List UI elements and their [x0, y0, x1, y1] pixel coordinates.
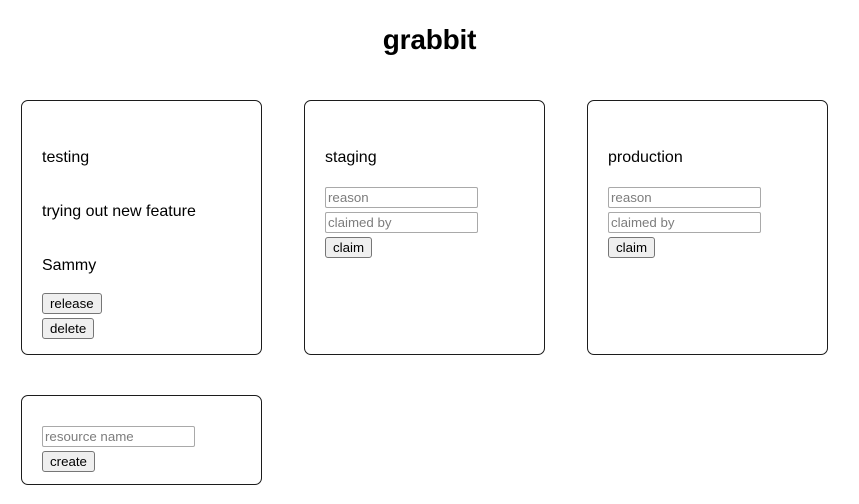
page-title: grabbit	[382, 24, 477, 55]
reason-input[interactable]	[608, 187, 761, 208]
resource-name: production	[608, 149, 683, 166]
resource-card-list: testing trying out new feature Sammy rel…	[21, 100, 828, 355]
resource-card-staging: staging claim	[304, 100, 545, 355]
reason-input[interactable]	[325, 187, 478, 208]
claim-button[interactable]: claim	[325, 237, 373, 258]
claimed-by-input[interactable]	[325, 212, 478, 233]
resource-claimed-by: Sammy	[42, 257, 97, 274]
resource-actions: release delete	[42, 293, 241, 339]
resource-name-input[interactable]	[42, 426, 195, 447]
delete-button[interactable]: delete	[42, 318, 95, 339]
claim-form: claim	[608, 187, 807, 258]
resource-reason: trying out new feature	[42, 203, 196, 220]
claim-button[interactable]: claim	[608, 237, 656, 258]
create-resource-card: create	[21, 395, 262, 485]
resource-card-testing: testing trying out new feature Sammy rel…	[21, 100, 262, 355]
create-button[interactable]: create	[42, 451, 95, 472]
claimed-by-input[interactable]	[608, 212, 761, 233]
resource-name: testing	[42, 149, 90, 166]
release-button[interactable]: release	[42, 293, 102, 314]
claim-form: claim	[325, 187, 524, 258]
resource-name: staging	[325, 149, 377, 166]
create-resource-form: create	[42, 426, 241, 472]
resource-card-production: production claim	[587, 100, 828, 355]
